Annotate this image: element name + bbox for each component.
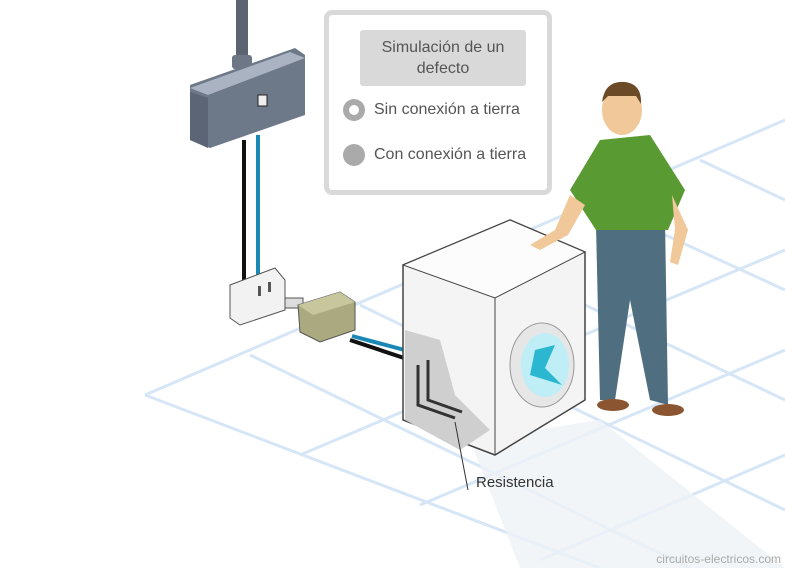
fault-simulation-panel: Simulación de un defecto Sin conexión a … <box>324 10 552 195</box>
plug-adapter <box>284 291 356 343</box>
conduit <box>236 0 248 62</box>
wires <box>242 135 413 362</box>
person <box>530 81 688 416</box>
label-leader <box>454 421 469 491</box>
simulate-fault-button[interactable]: Simulación de un defecto <box>360 30 526 86</box>
shadow <box>470 420 785 568</box>
option-with-ground-label: Con conexión a tierra <box>374 146 527 163</box>
option-no-ground-label: Sin conexión a tierra <box>374 101 520 118</box>
junction-box <box>190 48 305 148</box>
option-with-ground[interactable]: Con conexión a tierra <box>343 144 526 166</box>
resistance-label: Resistencia <box>476 474 554 491</box>
radio-unselected-icon[interactable] <box>343 144 365 166</box>
credit-text: circuitos-electricos.com <box>656 552 781 566</box>
option-no-ground[interactable]: Sin conexión a tierra <box>343 99 520 121</box>
wall-outlet <box>229 267 286 326</box>
washing-machine <box>401 219 587 456</box>
radio-selected-icon[interactable] <box>343 99 365 121</box>
